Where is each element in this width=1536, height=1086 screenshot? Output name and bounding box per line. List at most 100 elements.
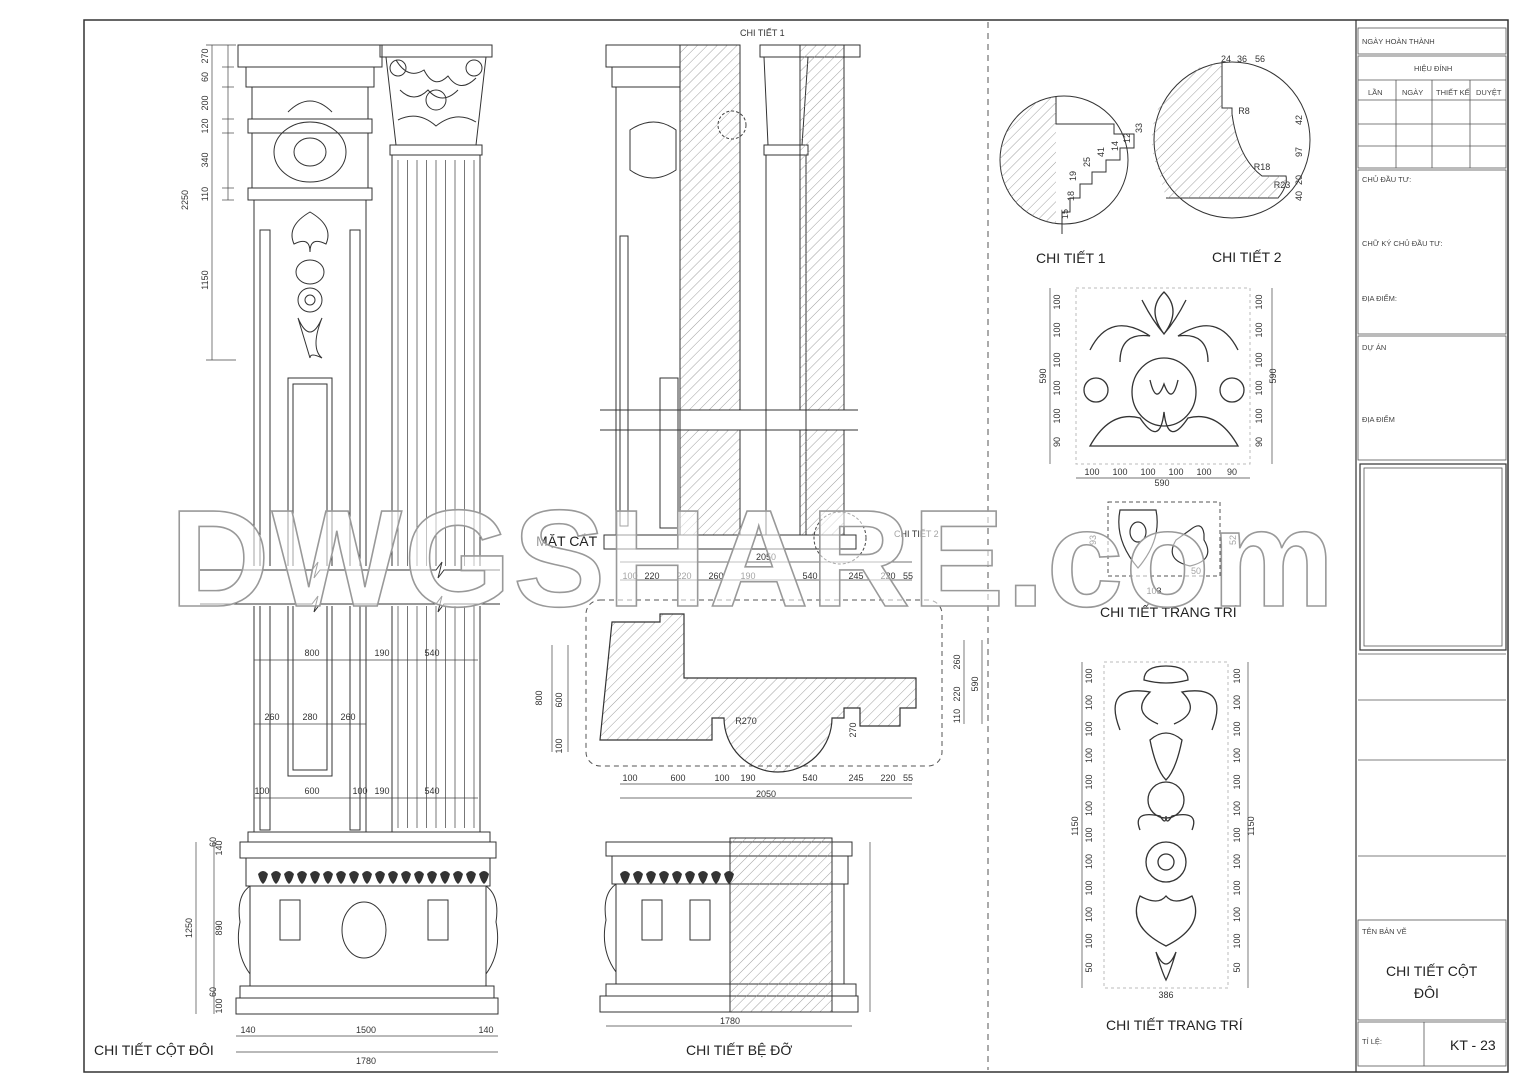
dimension-label: 100 (1140, 467, 1155, 477)
dimension-label: 36 (1237, 54, 1247, 64)
dimension-label: 20 (1294, 175, 1304, 185)
dimension-label: 100 (1254, 408, 1264, 423)
dimension-label: 590 (1268, 368, 1278, 383)
capital-foliage (389, 59, 483, 127)
dimension-label: 260 (340, 712, 355, 722)
watermark: DWGSHARE.com (170, 482, 1336, 636)
dimension-label: 100 (214, 998, 224, 1013)
small-ornament-frame (1107, 501, 1221, 577)
dimension-label: 100 (1232, 721, 1242, 736)
dimension-label: 100 (1254, 352, 1264, 367)
drop-ornament (620, 871, 630, 884)
dimension-label: 110 (200, 187, 210, 201)
dimension-label: 40 (1294, 191, 1304, 201)
column-flutes (397, 160, 475, 828)
dimension-label: 190 (374, 786, 389, 796)
dimension-label: 100 (1232, 854, 1242, 869)
dimension-label: 42 (1294, 115, 1304, 125)
detail2-marker (813, 511, 867, 565)
section-hatch-lower (679, 429, 741, 536)
drop-ornament (323, 871, 333, 884)
drop-ornament (724, 871, 734, 884)
dimension-label: 100 (1084, 668, 1094, 683)
dimension-label: 15 (1060, 209, 1070, 219)
dimension-label: 50 (1232, 962, 1242, 972)
dimension-label: R8 (1238, 106, 1250, 116)
ref-detail1: CHI TIẾT 1 (740, 28, 785, 38)
drop-ornament (466, 871, 476, 884)
detail1-hatch (999, 96, 1056, 224)
caption-detail1: CHI TIẾT 1 (1036, 250, 1106, 266)
dimension-label: 60 (208, 987, 218, 997)
dimension-label: 140 (240, 1025, 255, 1035)
tb-sheet-no: KT - 23 (1450, 1037, 1496, 1053)
dimension-label: 90 (1052, 437, 1062, 447)
tb-col-lan: LẦN (1368, 87, 1383, 97)
dimension-label: 120 (200, 118, 210, 133)
drop-ornament (440, 871, 450, 884)
dimension-label: 100 (1084, 880, 1094, 895)
dimension-label: 100 (622, 773, 637, 783)
dimension-label: 220 (880, 571, 895, 581)
plan-section-profile (599, 613, 917, 773)
tb-revision: HIỆU ĐÍNH (1414, 64, 1452, 73)
dimension-label: 90 (1254, 437, 1264, 447)
dimension-label: 100 (714, 773, 729, 783)
dimension-label: 56 (1255, 54, 1265, 64)
dimension-label: 270 (848, 722, 858, 737)
dimension-label: 100 (1254, 322, 1264, 337)
drop-ornament (349, 871, 359, 884)
drop-ornament (375, 871, 385, 884)
dimension-label: 100 (1254, 294, 1264, 309)
dimension-label: 190 (374, 648, 389, 658)
drop-ornament (453, 871, 463, 884)
dimension-label: 19 (1068, 171, 1078, 181)
plan-dashed-frame (585, 599, 943, 767)
drop-ornament (479, 871, 489, 884)
dimension-label: 100 (1084, 907, 1094, 922)
tb-col-duyet: DUYỆT (1476, 88, 1502, 97)
drop-ornament (297, 871, 307, 884)
dimension-label: 100 (1084, 721, 1094, 736)
drop-ornament (310, 871, 320, 884)
dimension-label: 100 (1052, 322, 1062, 337)
dimension-label: 25 (1082, 157, 1092, 167)
drop-ornament (427, 871, 437, 884)
dimension-label: 60 (200, 72, 210, 82)
dimension-label: 93 (1088, 535, 1098, 545)
dimension-label: 100 (1052, 294, 1062, 309)
sheet-frame (83, 19, 1509, 1073)
pedestal-drops (258, 871, 489, 884)
drop-ornament (711, 871, 721, 884)
drop-ornament (646, 871, 656, 884)
dimension-label: 100 (554, 738, 564, 753)
dimension-label: 100 (1196, 467, 1211, 477)
dimension-label: 1150 (1070, 816, 1080, 835)
dimension-label: 590 (970, 676, 980, 691)
tb-col-ngay: NGÀY (1402, 88, 1423, 97)
dimension-label: 270 (200, 48, 210, 63)
dimension-label: 100 (352, 786, 367, 796)
dimension-label: 386 (1158, 990, 1173, 1000)
dimension-label: 245 (848, 773, 863, 783)
tb-drawing-name-2: ĐÔI (1414, 985, 1439, 1001)
section-hatch-upper (679, 44, 741, 411)
dimension-label: 590 (1154, 478, 1169, 488)
dimension-label: 103 (1146, 586, 1161, 596)
dimension-label: 1780 (356, 1056, 376, 1066)
dimension-label: 60 (208, 837, 218, 847)
column-pedestal (235, 831, 499, 1015)
drop-ornament (685, 871, 695, 884)
dimension-label: 97 (1294, 147, 1304, 157)
dimension-label: R23 (1274, 180, 1291, 190)
dimension-label: 260 (952, 654, 962, 669)
column-dimensions (195, 44, 498, 1053)
dimension-label: 100 (1084, 801, 1094, 816)
dimension-label: 18 (1066, 191, 1076, 201)
dimension-label: 50 (1084, 962, 1094, 972)
dimension-label: 100 (1232, 801, 1242, 816)
base-dimensions (606, 842, 871, 1027)
base-drops (620, 871, 734, 884)
dimension-label: 600 (304, 786, 319, 796)
